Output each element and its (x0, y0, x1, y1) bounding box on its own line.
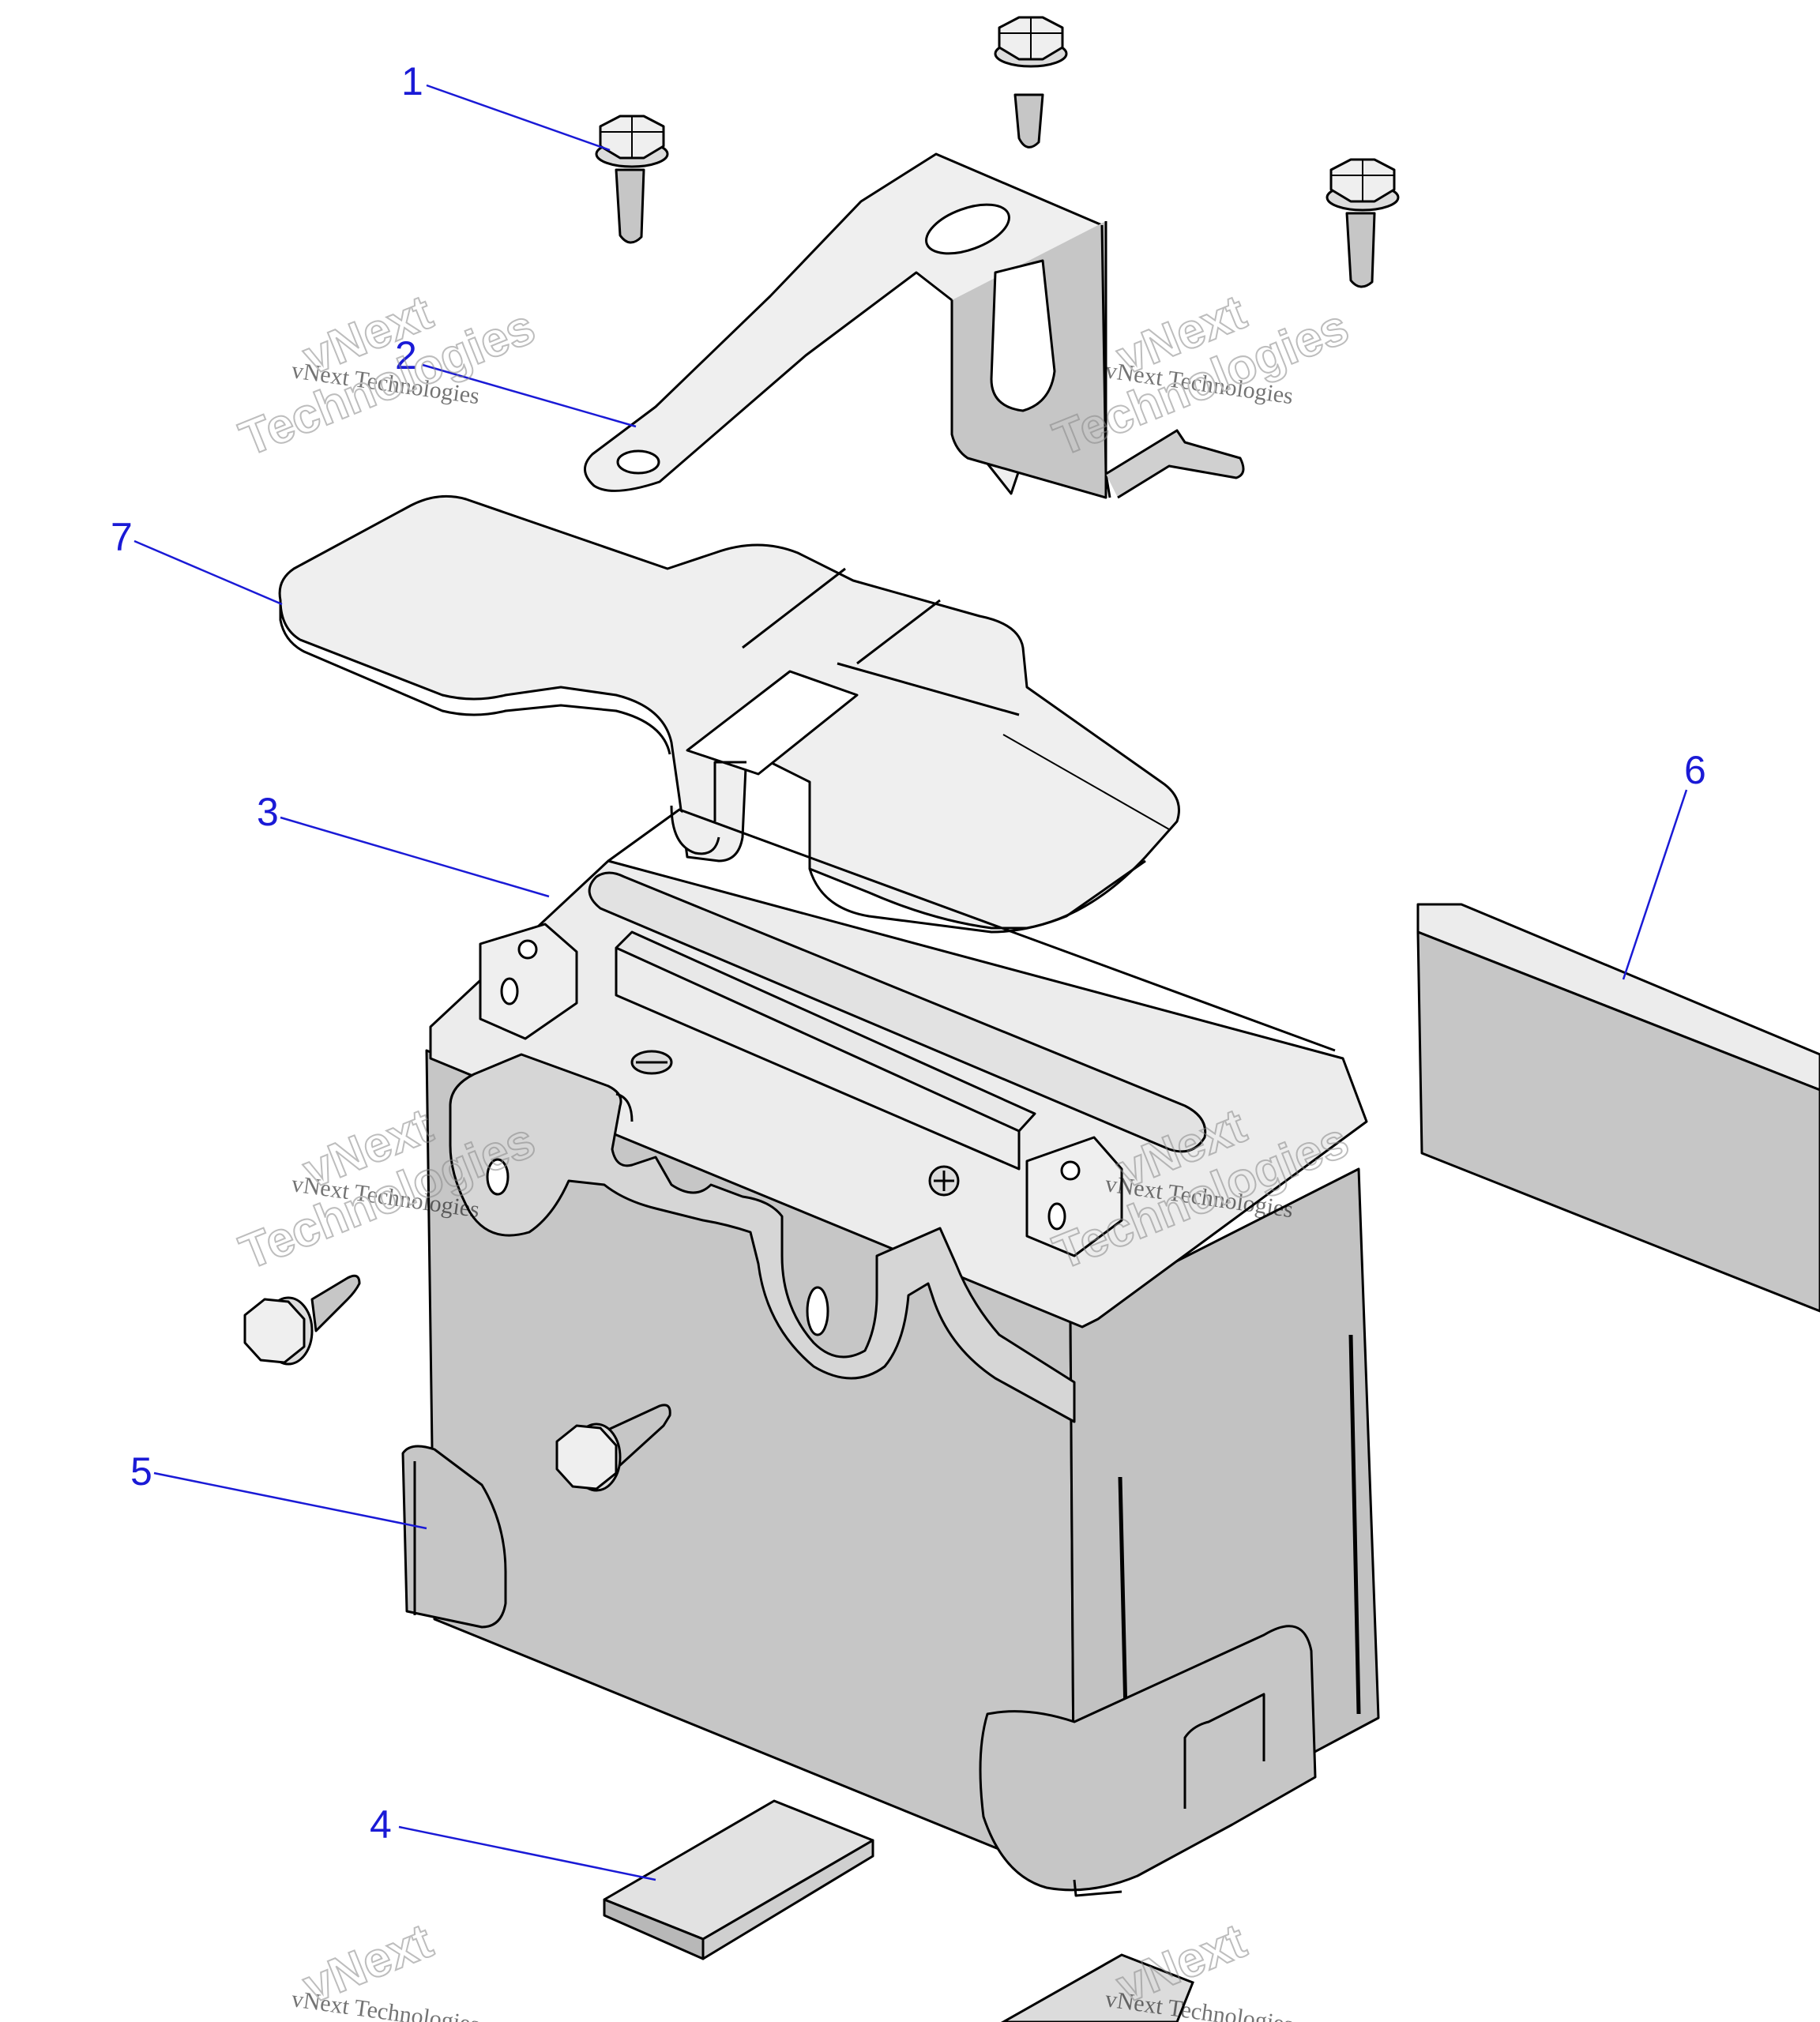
callout-labels: 1 2 3 4 5 6 7 (111, 59, 1706, 1847)
leader-lines (133, 84, 1688, 1881)
watermark-top-left: vNext Technologies vNext Technologies (231, 284, 543, 468)
bolt-right (1326, 158, 1400, 288)
leader-2 (422, 363, 637, 428)
callout-6: 6 (1684, 748, 1706, 792)
bolt-top (994, 16, 1068, 148)
partial-part-bottom (1000, 1953, 1194, 2022)
part-5-strap (401, 1445, 1317, 1897)
leader-6 (1622, 789, 1688, 980)
part-2-bracket (584, 152, 1245, 499)
part-7-cover-plate (278, 494, 1180, 934)
callout-5: 5 (130, 1449, 152, 1494)
leader-4 (398, 1825, 656, 1881)
callout-7: 7 (111, 515, 133, 559)
callout-4: 4 (370, 1802, 392, 1847)
callout-1: 1 (401, 59, 423, 103)
part-6-pad (1416, 903, 1820, 1313)
battery-bracket (449, 1053, 1076, 1423)
watermark-bottom-right: vNext Technologies vNext (1104, 1913, 1295, 2022)
part-1-bolts (243, 16, 1400, 1492)
bolt-side-lower (555, 1404, 671, 1492)
part-4-small-pad (603, 1799, 874, 1960)
leader-7 (133, 539, 283, 606)
bolt-side-upper (243, 1274, 361, 1366)
watermark-bottom-left: vNext Technologies vNext (290, 1913, 481, 2022)
callout-2: 2 (395, 333, 417, 378)
leader-3 (280, 816, 550, 898)
bolt-left (595, 115, 669, 244)
leader-1 (426, 84, 611, 152)
leader-5 (153, 1471, 427, 1530)
callout-3: 3 (257, 790, 279, 834)
